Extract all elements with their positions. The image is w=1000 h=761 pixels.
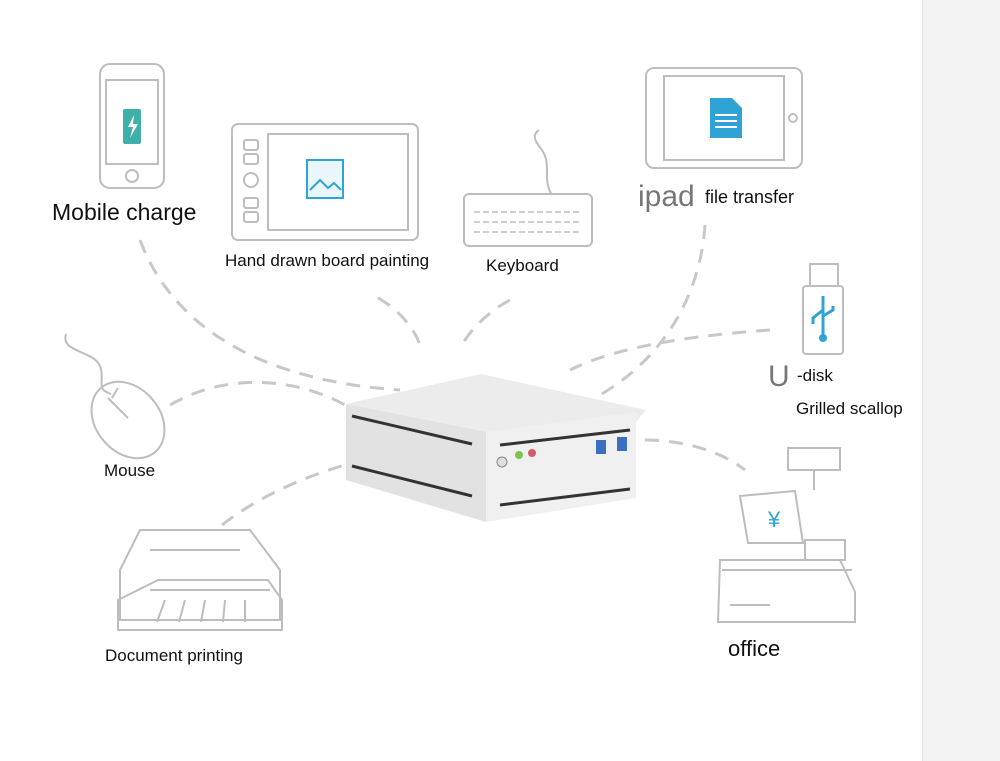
ipad-document-icon xyxy=(645,67,803,169)
label-grilled-scallop: Grilled scallop xyxy=(796,399,903,418)
label-drawing-board: Hand drawn board painting xyxy=(225,251,430,270)
side-strip xyxy=(922,0,1000,761)
svg-text:¥: ¥ xyxy=(767,507,781,532)
illustration: ¥ xyxy=(64,63,856,631)
keyboard-icon xyxy=(463,129,593,247)
label-file-transfer: file transfer xyxy=(705,187,795,207)
label-document-printing: Document printing xyxy=(105,646,243,665)
mouse-icon xyxy=(64,333,166,460)
label-ipad: ipad xyxy=(638,180,695,213)
label-udisk: -disk xyxy=(797,366,833,385)
usb-drive-icon xyxy=(802,263,844,355)
phone-battery-icon xyxy=(99,63,165,189)
label-office: office xyxy=(728,636,781,661)
label-mouse: Mouse xyxy=(104,461,156,480)
dashed-connectors xyxy=(138,224,771,527)
mini-pc-image xyxy=(346,374,646,522)
label-mobile-charge: Mobile charge xyxy=(52,199,197,225)
label-u-letter: U xyxy=(768,360,790,393)
printer-icon xyxy=(117,529,283,631)
cash-register-icon: ¥ xyxy=(716,447,856,623)
label-keyboard: Keyboard xyxy=(486,256,559,275)
drawing-tablet-icon xyxy=(231,123,419,241)
